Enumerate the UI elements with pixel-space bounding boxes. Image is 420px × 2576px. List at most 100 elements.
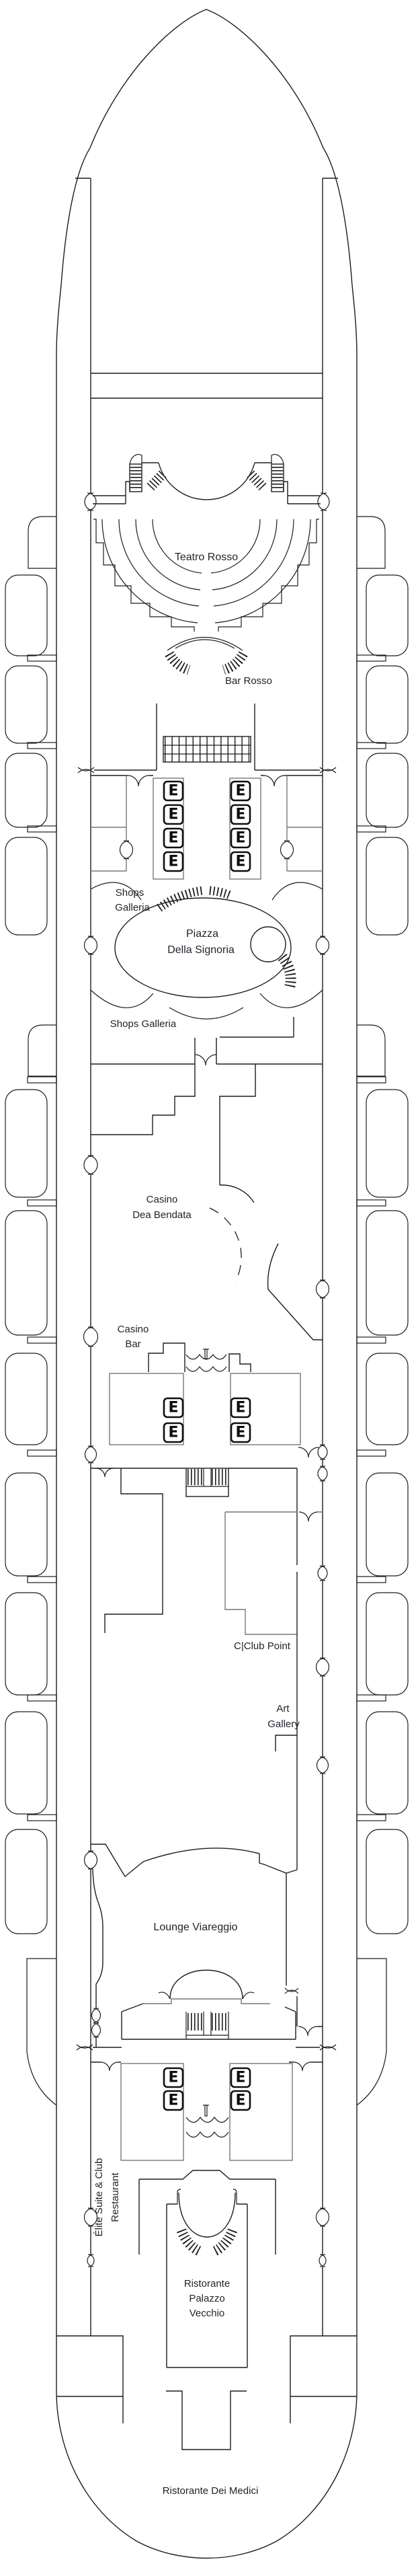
door-icon — [315, 936, 330, 955]
door-icon — [91, 2008, 101, 2023]
door-icon — [280, 840, 294, 860]
elevator-icon: E — [230, 851, 251, 872]
svg-text:E: E — [235, 830, 245, 847]
davit — [356, 1199, 386, 1207]
stage-stair-right — [271, 463, 284, 492]
sponson — [357, 516, 386, 569]
stage-side-stair-right — [246, 469, 267, 491]
svg-text:E: E — [168, 1400, 178, 1416]
elevator-icon: E — [163, 1397, 184, 1418]
lounge-viareggio: Lounge Viareggio — [76, 1751, 337, 2051]
sponson — [28, 1024, 56, 1077]
lifeboat — [5, 1829, 48, 1934]
svg-text:E: E — [168, 1425, 178, 1441]
svg-text:E: E — [168, 830, 178, 847]
elevator-icon: E — [163, 851, 184, 872]
elevator-icon: E — [163, 827, 184, 849]
stern-room-right — [290, 2335, 357, 2423]
door-icon — [284, 1987, 299, 1994]
restaurant-forward-wall — [139, 2170, 276, 2180]
restaurant-inner-room — [166, 2203, 248, 2368]
door-icon — [317, 1444, 328, 1460]
door-icon — [194, 1054, 217, 1066]
svg-text:E: E — [168, 783, 178, 800]
davit — [27, 1576, 57, 1583]
label-rpv-2: Palazzo — [189, 2293, 224, 2304]
stairs-main — [185, 2012, 229, 2039]
stage-stair-left — [129, 463, 142, 492]
lifeboat — [366, 1210, 409, 1336]
fountain-feature — [185, 1349, 227, 1372]
door-icon — [83, 936, 98, 955]
elevator-bank — [229, 778, 261, 880]
label-shops-galleria-single: Shops Galleria — [110, 1018, 177, 1030]
side-platform — [26, 1958, 57, 2106]
label-casino-bar-1: Casino — [118, 1324, 149, 1335]
inner-corridor-walls — [90, 178, 323, 2336]
atrium-scallop — [271, 882, 323, 901]
lifeboat — [366, 1829, 409, 1934]
elevators: E E E E E E E E E E E E E E E E — [163, 780, 251, 2111]
stairs-icon — [165, 651, 191, 675]
lifeboat — [5, 1592, 48, 1696]
davit — [27, 1076, 57, 1084]
door-icon — [319, 767, 337, 773]
door-icon — [315, 2207, 330, 2227]
label-shops-galleria-2: Galleria — [115, 902, 150, 913]
bar-counter — [163, 736, 251, 763]
door-icon — [263, 775, 286, 787]
lifeboat — [366, 574, 409, 656]
door-icon — [83, 1326, 99, 1347]
lifeboat — [366, 1353, 409, 1445]
lifeboat — [5, 1353, 48, 1445]
sponson — [357, 1024, 386, 1077]
sponson — [28, 516, 56, 569]
stairs-icon — [209, 886, 232, 900]
label-elite-2: Restaurant — [110, 2172, 121, 2222]
lifeboat — [366, 1472, 409, 1577]
svg-text:E: E — [235, 2070, 245, 2086]
lounge-left-wall — [92, 1869, 103, 2047]
stairs-icon — [222, 651, 248, 675]
spiral-stair — [250, 926, 286, 962]
door-icon — [83, 1155, 98, 1175]
seating-right — [210, 519, 319, 632]
label-cclub-point: C|Club Point — [234, 1640, 291, 1652]
piazza-della-signoria: Shops Galleria Piazza Della Signoria Sho… — [83, 882, 330, 1064]
svg-text:E: E — [235, 783, 245, 800]
davit — [356, 1336, 386, 1344]
casino-arc — [219, 1184, 255, 1203]
casino-dea-bendata: Casino Dea Bendata Casino Bar — [83, 1054, 330, 1372]
door-icon — [315, 1657, 330, 1677]
atrium-scallop — [90, 882, 142, 901]
elevator-bank — [229, 2063, 293, 2161]
door-icon — [298, 1447, 319, 1458]
label-casino-1: Casino — [146, 1194, 178, 1205]
elevator-lobby-mid — [84, 1373, 328, 1497]
door-icon — [319, 2254, 327, 2267]
door-icon — [293, 2061, 312, 2072]
lifeboat — [5, 753, 48, 828]
elevator-lobby-aft: Élite Suite & Club Restaurant — [91, 2061, 323, 2236]
label-casino-2: Dea Bendata — [132, 1209, 192, 1221]
casino-inner-wall — [219, 1064, 256, 1185]
elevator-icon: E — [163, 780, 184, 802]
label-piazza-2: Della Signoria — [167, 944, 235, 956]
elevator-icon: E — [230, 804, 251, 825]
casino-counter — [228, 1353, 251, 1372]
door-icon — [100, 2061, 119, 2072]
lifeboat — [366, 1711, 409, 1815]
door-icon — [84, 492, 97, 511]
label-rpv-1: Ristorante — [184, 2278, 230, 2289]
lifeboat — [5, 574, 48, 656]
casino-stepped-wall — [91, 1064, 196, 1135]
door-icon — [84, 1445, 97, 1464]
bar-walls — [156, 704, 255, 770]
davit — [27, 1449, 57, 1457]
stage-platform-edges — [125, 481, 288, 504]
door-icon — [319, 2044, 337, 2051]
casino-diagonal-wall — [267, 1289, 323, 1340]
horseshoe-counter — [178, 2192, 236, 2238]
elevator-lobby-forward — [91, 775, 323, 880]
cclub-area: C|Club Point Art Gallery — [104, 1468, 330, 1774]
